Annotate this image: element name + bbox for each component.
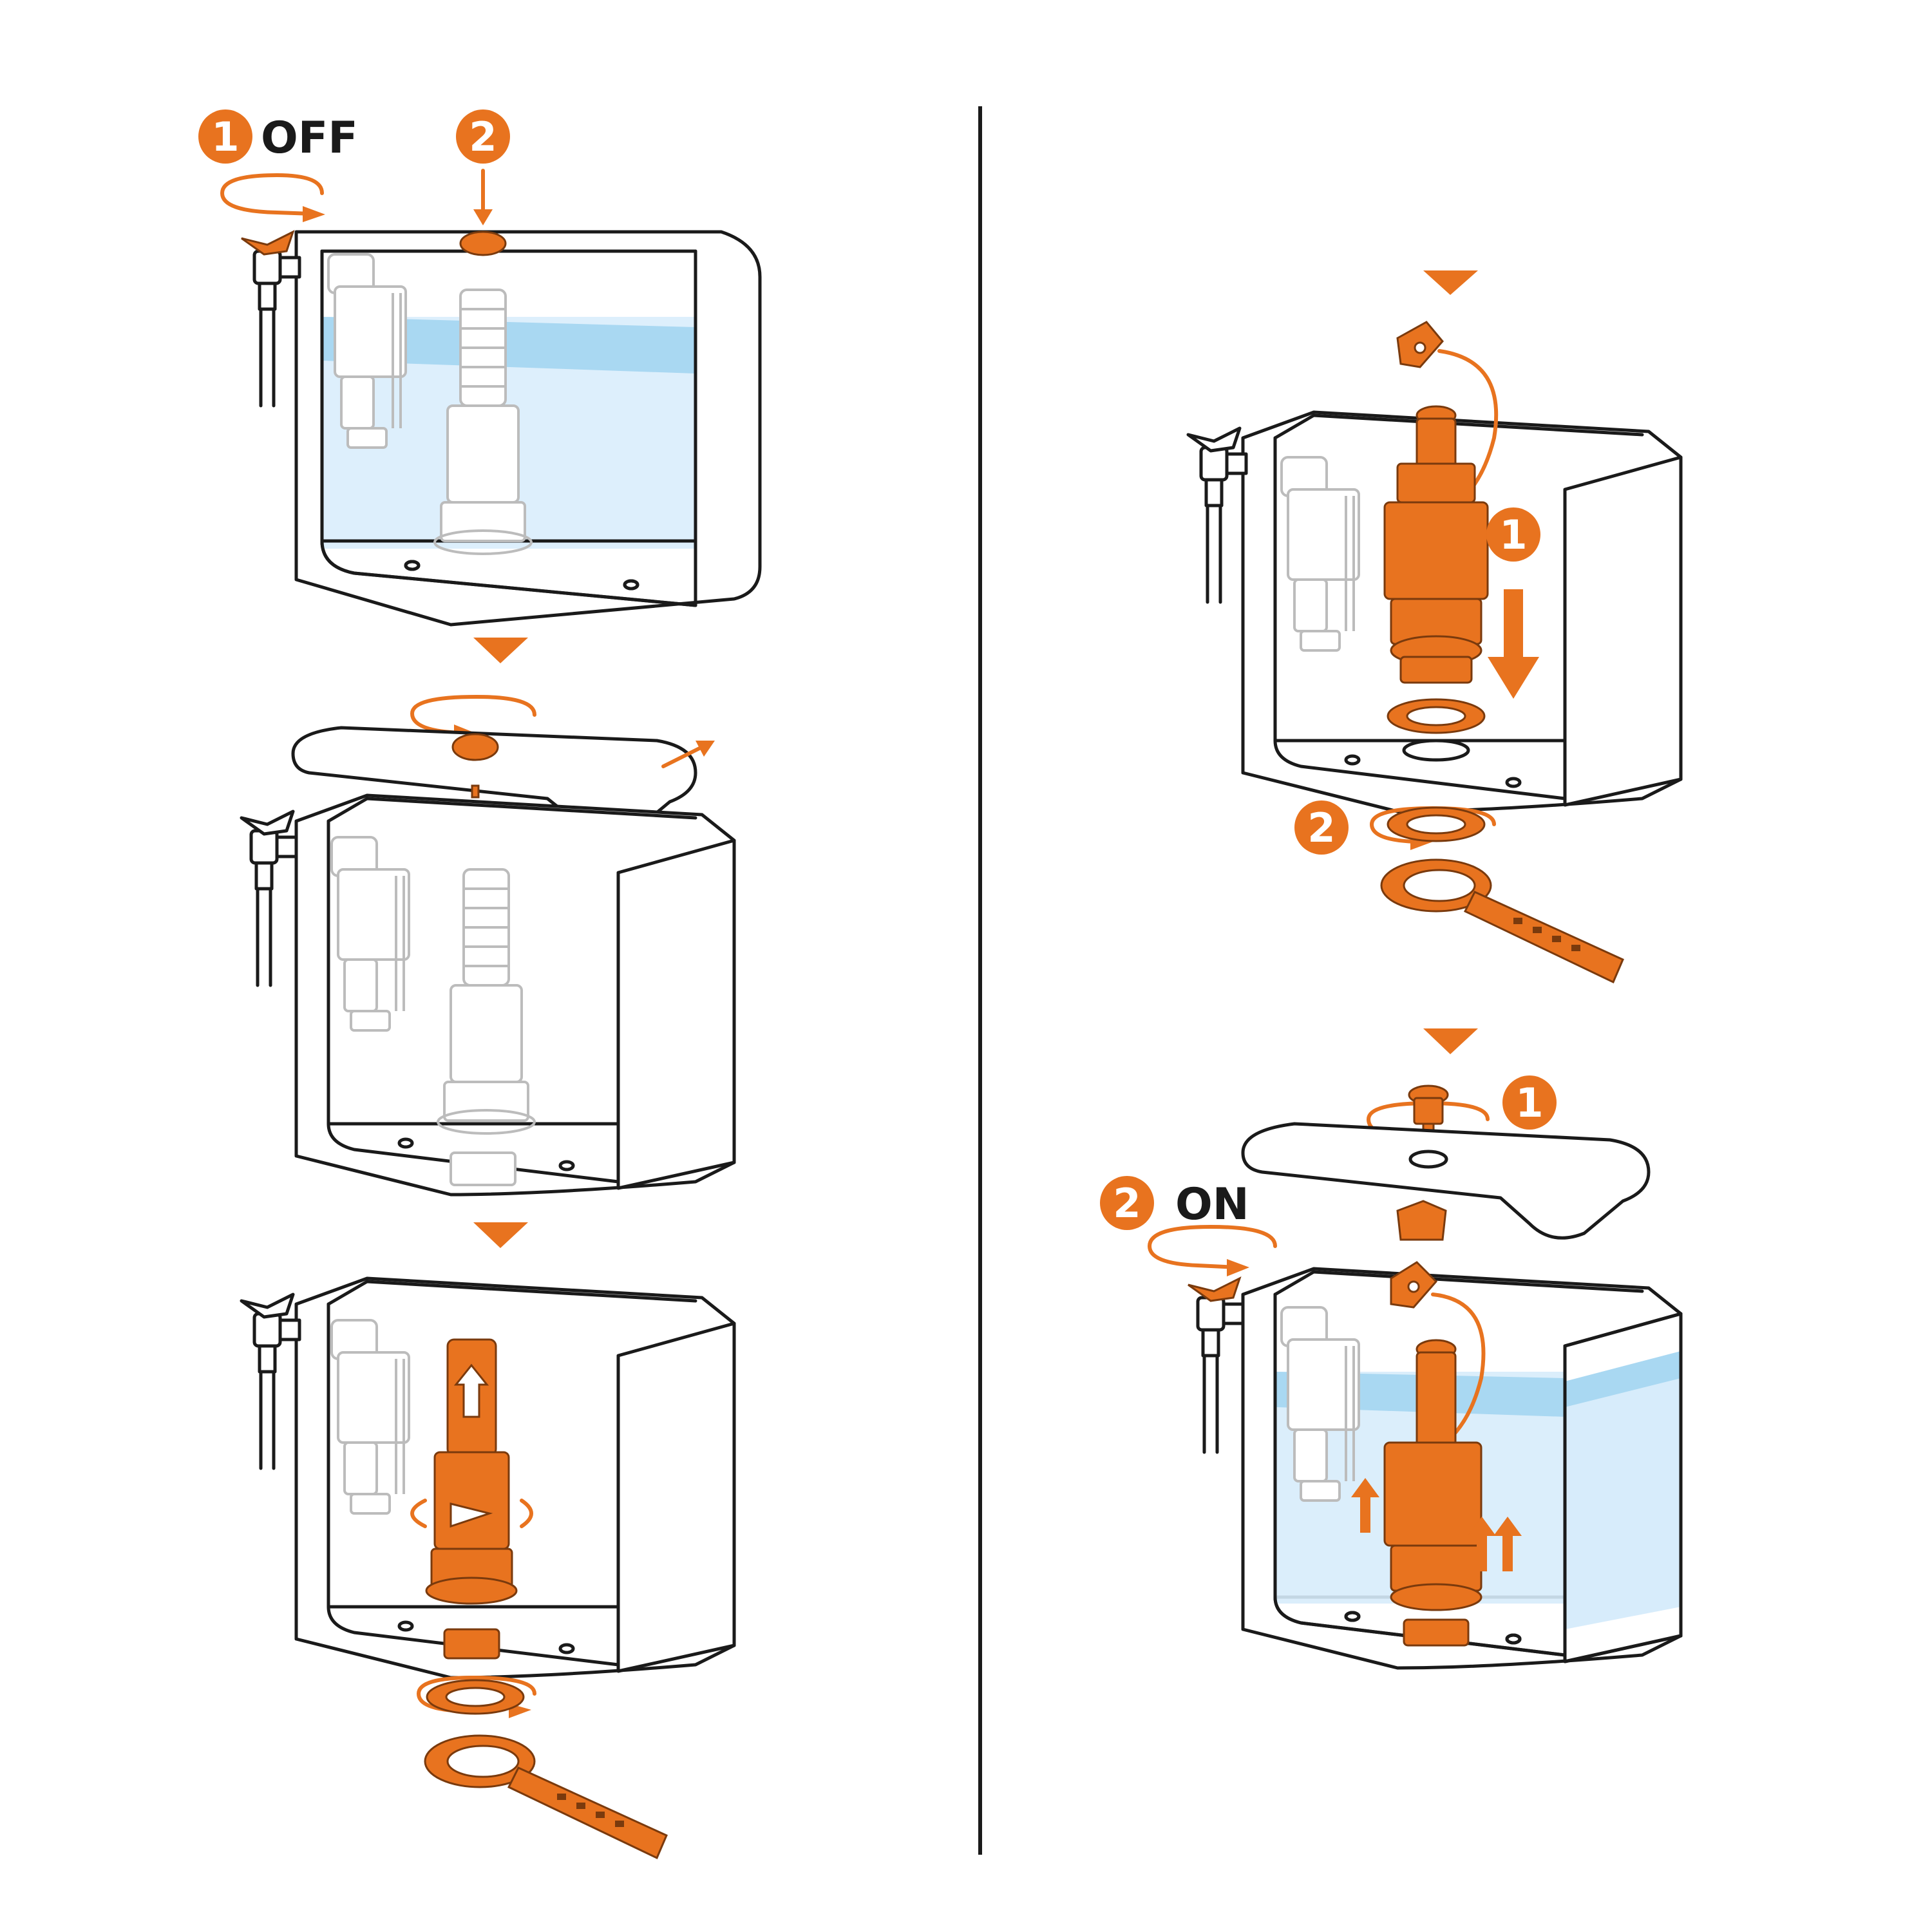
flush-valve-orange [1383, 405, 1489, 684]
step1-badge-2 [456, 109, 510, 164]
flush-valve-orange [1383, 1339, 1482, 1647]
shutoff-valve-icon [251, 831, 296, 985]
lock-ring [1387, 698, 1486, 734]
rotate-arrow-icon [220, 173, 324, 216]
down-triangle-icon [1423, 270, 1478, 295]
up-arrow-icon [1493, 1517, 1522, 1571]
flush-valve-clip [1396, 1200, 1447, 1241]
step1-badge-1-number: 1 [211, 113, 239, 160]
rotate-arrow-icon [416, 1675, 536, 1713]
down-triangle-icon [473, 1222, 528, 1248]
up-arrow-icon [1468, 1517, 1496, 1571]
up-arrow-icon [1351, 1478, 1379, 1533]
shutoff-valve-icon [254, 251, 299, 406]
rotate-arrow-icon [410, 1499, 427, 1528]
shutoff-valve-icon [1201, 448, 1246, 602]
step4-panel: 1 2 [1186, 270, 1681, 983]
step2-panel [240, 694, 734, 1195]
lock-ring [426, 1679, 525, 1715]
step1-panel: 1 OFF 2 [198, 109, 760, 625]
step1-off-label: OFF [261, 113, 358, 164]
down-triangle-icon [473, 638, 528, 663]
step3-panel [240, 1278, 734, 1859]
rotate-arrow-icon [410, 694, 536, 735]
step5-badge-1-number: 1 [1515, 1079, 1543, 1126]
rotate-arrow-icon [1369, 806, 1496, 844]
step5-badge-2-number: 2 [1113, 1180, 1141, 1227]
step4-badge-1-number: 1 [1499, 511, 1527, 558]
step4-badge-2-number: 2 [1307, 804, 1335, 851]
step5-panel: 1 2 ON [1100, 1028, 1683, 1668]
step5-on-label: ON [1175, 1179, 1249, 1230]
down-triangle-icon [1423, 1028, 1478, 1054]
tank-lid [1241, 1122, 1651, 1240]
cable-release-icon [1390, 1261, 1486, 1451]
step4-badge-1 [1486, 507, 1540, 562]
shutoff-valve-icon [1198, 1298, 1243, 1452]
step1-badge-2-number: 2 [469, 113, 497, 160]
flush-valve-orange [425, 1338, 518, 1660]
shutoff-valve-icon [254, 1314, 299, 1468]
down-arrow-icon [1488, 589, 1539, 699]
step5-badge-1 [1502, 1075, 1557, 1130]
step1-badge-1 [198, 109, 252, 164]
rotate-arrow-icon [1147, 1224, 1277, 1269]
step5-badge-2 [1100, 1176, 1154, 1230]
step4-badge-2 [1294, 800, 1349, 855]
spanner-wrench-icon [424, 1734, 668, 1859]
spanner-wrench-icon [1380, 858, 1624, 983]
